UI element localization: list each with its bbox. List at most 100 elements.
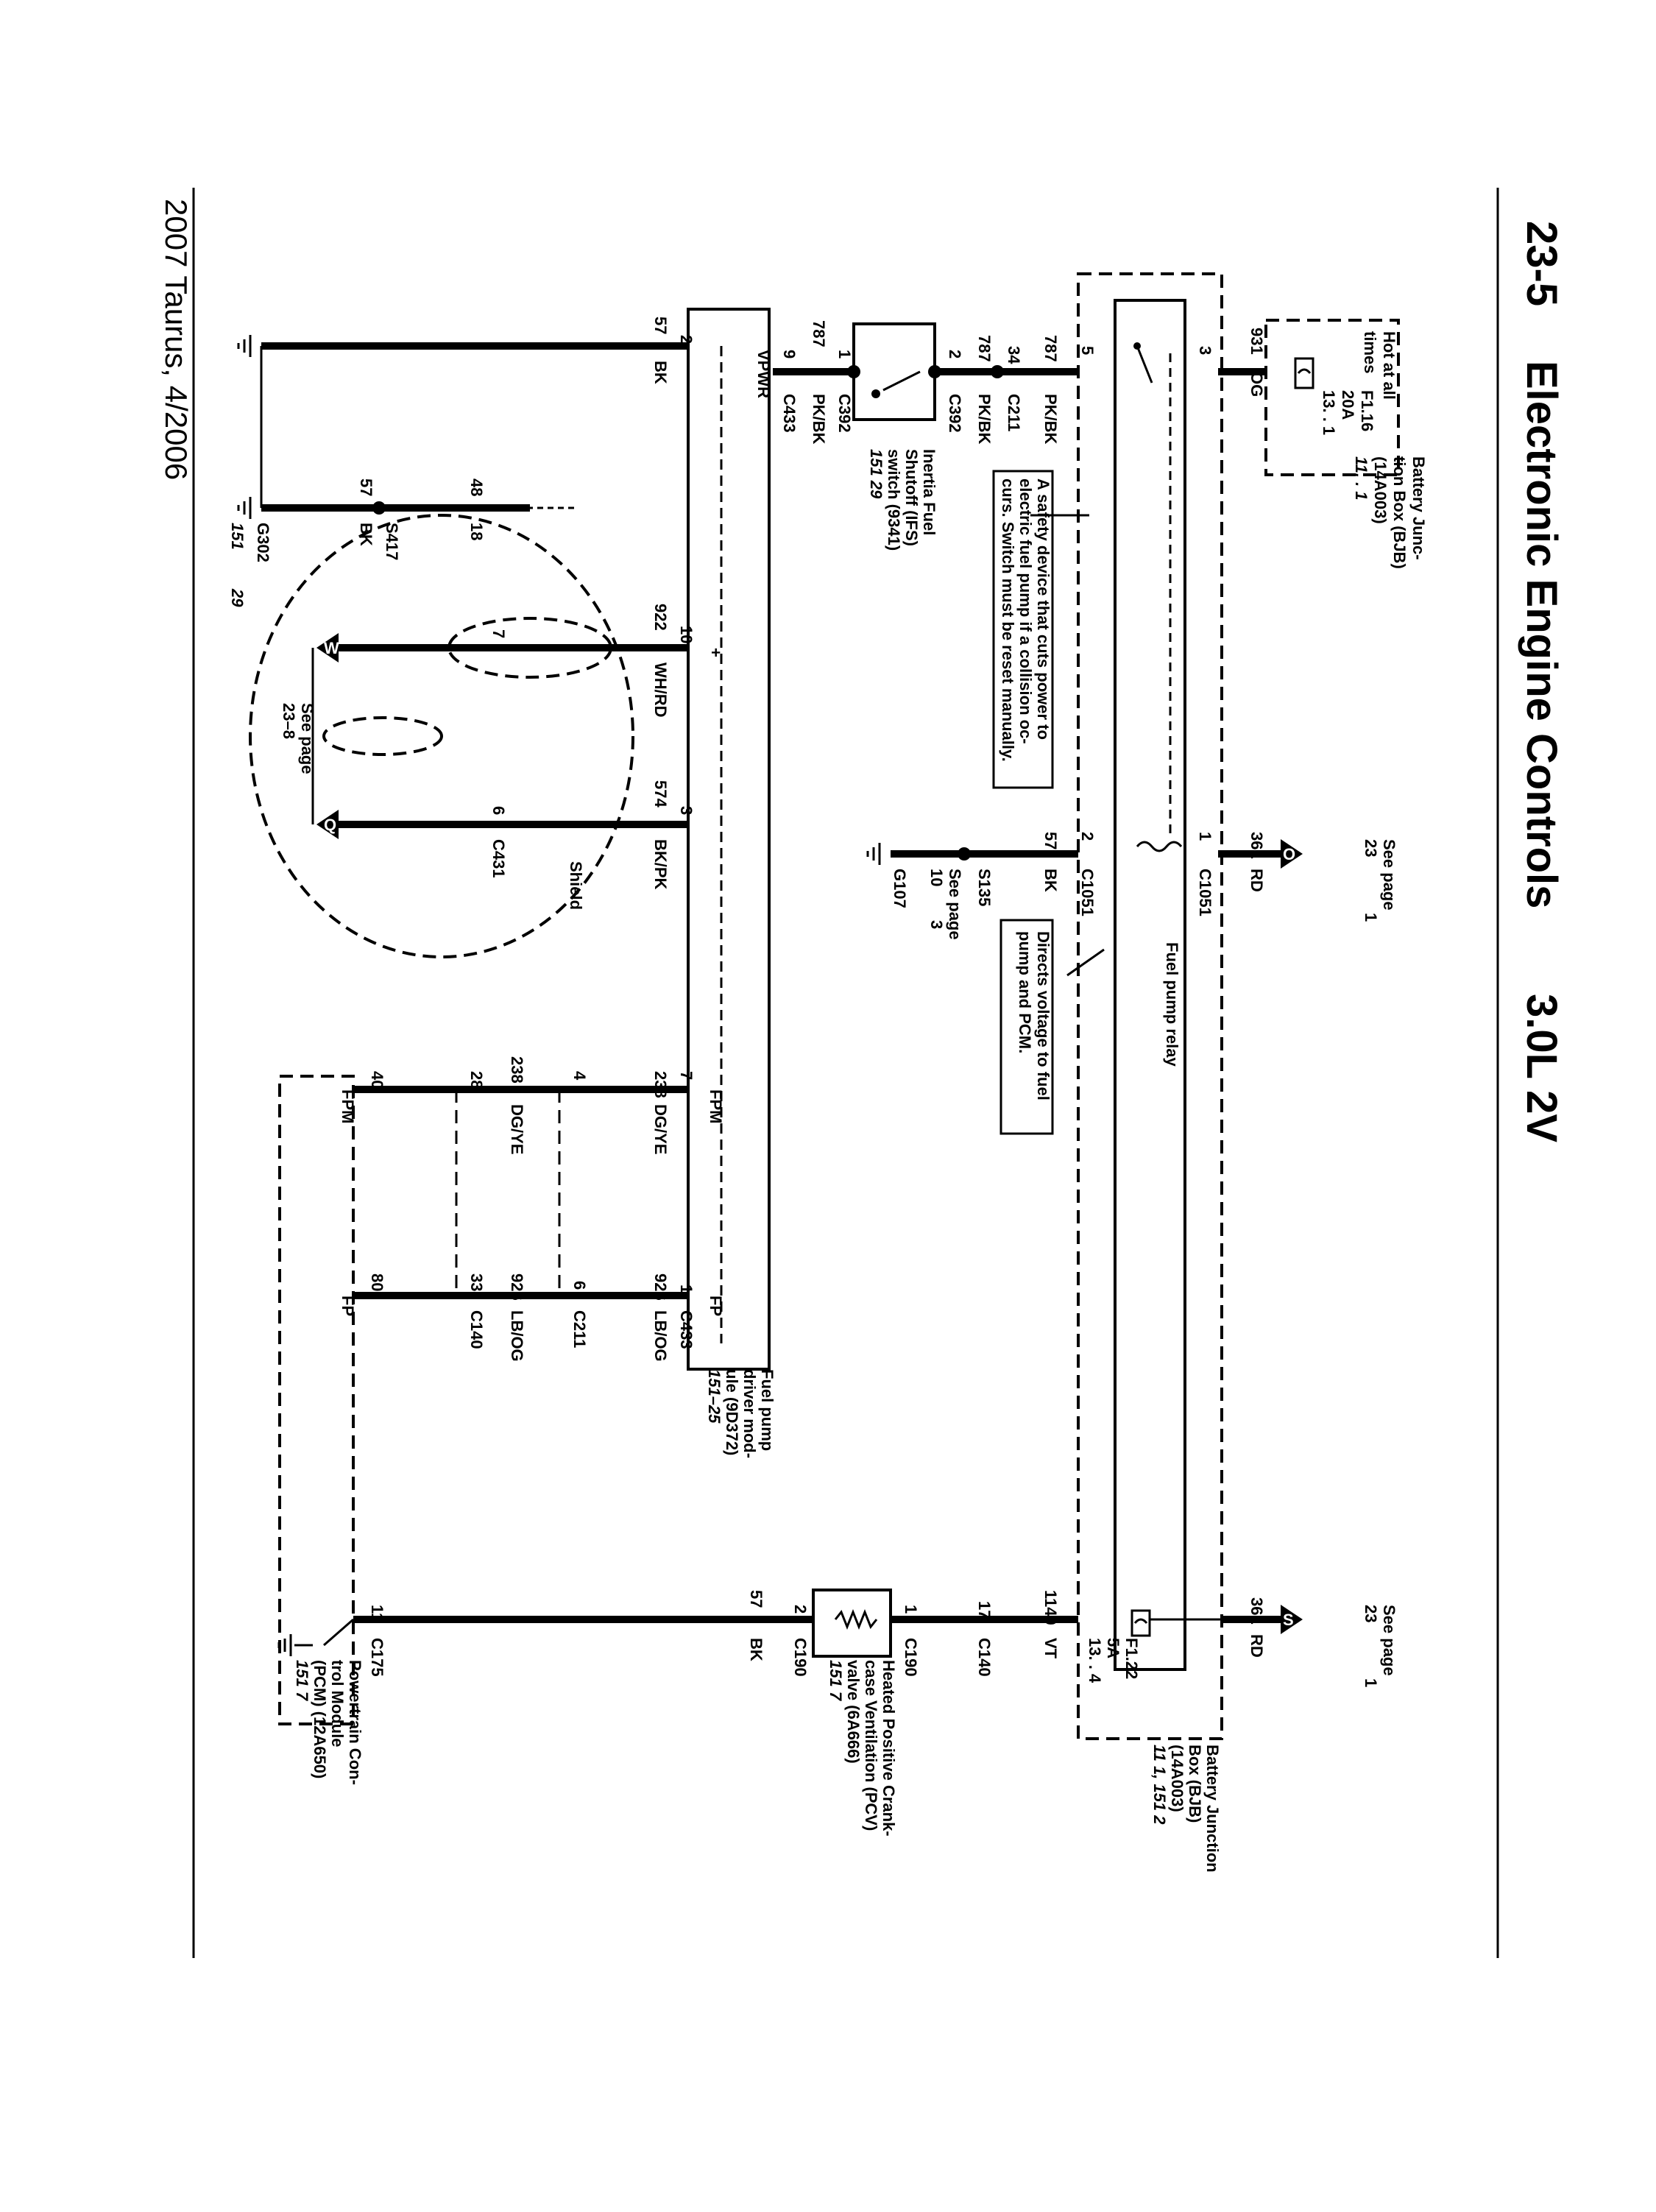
fuse-f122-element (1133, 1618, 1148, 1624)
fp-label-top: FP (707, 1296, 725, 1316)
fuse-f116-ref: 13. . 1 (1320, 390, 1338, 435)
pin-9-c433: 9 (780, 350, 799, 358)
pin-6-c211: 6 (570, 1281, 589, 1290)
bjb-top-name-2: tion Box (BJB) (1390, 456, 1409, 569)
bjb-top-name-3: (14A003) (1371, 456, 1390, 524)
splice-s417 (372, 501, 386, 515)
shield-loop (249, 514, 634, 958)
svg-text:Q: Q (324, 816, 336, 834)
wire-361-color: RD (1248, 869, 1266, 892)
bjb2-labels: Battery Junction Box (BJB) (14A003) 11 1… (1150, 1745, 1222, 1873)
g302-ref-b: 29 (228, 588, 247, 607)
splice-c392-b (847, 365, 860, 378)
pcv-ref: 151 7 (827, 1660, 845, 1702)
svg-text:S: S (1283, 1611, 1294, 1629)
ifs-note-1: A safety device that cuts power to (1034, 478, 1052, 740)
pin-2-vpwr: 2 (677, 335, 696, 344)
c431-label: C431 (489, 839, 508, 878)
bjb2-name-2: Box (BJB) (1186, 1745, 1204, 1823)
ifs-note-box (992, 470, 1054, 789)
wire-361-b-num: 361 (1248, 1597, 1266, 1625)
bjb-top-name-1: Battery Junc- (1409, 456, 1428, 560)
shield-label: Shield (567, 861, 585, 910)
twisted-pair-upper (447, 617, 612, 679)
section-title: Electronic Engine Controls (1518, 361, 1565, 908)
pcv-valve-box (812, 1589, 892, 1658)
fuse-f116-label: F1.16 (1358, 390, 1376, 431)
bjb-top-boundary (1264, 319, 1400, 476)
wire-922-num: 922 (651, 604, 670, 631)
pcm-switch-contact (323, 1618, 354, 1647)
ifs-switch-contact (882, 370, 921, 392)
bjb-boundary (1077, 272, 1223, 1740)
c433-a-label: C433 (780, 394, 799, 433)
header: 23-5 Electronic Engine Controls 3.0L 2V (1518, 221, 1565, 1142)
relay-conn-1: C1051 (1196, 869, 1214, 916)
c211-label: C211 (1005, 394, 1023, 431)
ifs-note: A safety device that cuts power to elect… (999, 478, 1052, 762)
c392-a-label: C392 (946, 394, 964, 433)
relay-note-1: Directs voltage to fuel (1034, 931, 1052, 1100)
pcm-name-3: (PCM) (12A650) (311, 1660, 329, 1778)
pin-1-fp: 1 (677, 1285, 696, 1293)
svg-text:W: W (324, 639, 339, 657)
ifs-ref: 151 29 (867, 449, 885, 499)
wire-787a-num: 787 (1041, 335, 1060, 362)
pin-7-fpm: 7 (677, 1071, 696, 1080)
wire-57-num: 57 (651, 317, 670, 334)
see-page-23b: See page (1380, 1605, 1398, 1676)
relay-coil-icon (1136, 841, 1183, 852)
wire-926-b-color: LB/OG (508, 1310, 526, 1362)
hot-label-2: times (1361, 331, 1379, 373)
wire-922-color: WH/RD (651, 662, 670, 718)
wire-18: 18 (467, 523, 486, 540)
wire-931-color: OG (1248, 372, 1266, 397)
pin-40: 40 (368, 1071, 386, 1089)
ifs-note-3: curs. Switch must be reset manually. (999, 478, 1017, 762)
ifs-labels: Inertia Fuel Shutoff (IFS) switch (9341)… (867, 449, 938, 551)
pcm-name-2: trol Module (328, 1660, 347, 1748)
see-page-23b-num: 23 (1362, 1605, 1380, 1622)
bjb-top-name-ref: 11. . 1 (1352, 456, 1370, 501)
fuse-f122-label: F1.22 (1122, 1638, 1141, 1679)
relay-name: Fuel pump relay (1163, 942, 1181, 1067)
s417-label: S417 (383, 523, 401, 560)
bjb-top-labels: Hot at all times F1.16 20A 13. . 1 Batte… (1320, 331, 1428, 569)
wire-238-b-num: 238 (508, 1056, 526, 1084)
fuse-f116-rating: 20A (1339, 390, 1357, 420)
c140-b-label: C140 (975, 1638, 994, 1677)
ifs-name-1: Inertia Fuel (920, 449, 938, 535)
wire-238-a-color: DG/YE (651, 1104, 670, 1154)
see-page-10: See page (946, 869, 964, 940)
wire-57-color: BK (651, 361, 670, 384)
fuse-5a-label: 5A (1104, 1638, 1122, 1658)
pcm-labels: Powertrain Con- trol Module (PCM) (12A65… (293, 1660, 364, 1785)
c211-b-label: C211 (570, 1310, 589, 1348)
pin-7-w: 7 (489, 629, 508, 638)
plus-label: + (707, 648, 725, 657)
pin-2-pcv: 2 (791, 1605, 810, 1614)
wire-1140-num: 1140 (1041, 1590, 1060, 1625)
hot-label: Hot at all (1380, 331, 1398, 400)
wire-926-a-num: 926 (651, 1273, 670, 1301)
see-page-238: See page (298, 703, 316, 774)
see-page-238-ref: 23–8 (280, 703, 298, 739)
relay-pin-5: 5 (1078, 346, 1097, 355)
relay-pin-3: 3 (1196, 346, 1214, 355)
ground-g107-icon (866, 843, 881, 865)
wire-787b-num: 787 (975, 335, 994, 362)
pcm-name-1: Powertrain Con- (346, 1660, 364, 1785)
wire-787a-color: PK/BK (1041, 394, 1060, 445)
fuse-f116-icon (1294, 357, 1314, 389)
relay-note-arrow (1066, 948, 1105, 977)
vpwr-label: VPWR (754, 350, 773, 398)
connector-O-icon: O (1281, 839, 1303, 869)
g302-ref-a: 151 (228, 523, 247, 550)
fpdm-name-1: Fuel pump (758, 1369, 776, 1451)
fpdm-name-3: ule (9D372) (723, 1369, 741, 1455)
wire-238-a-num: 238 (651, 1071, 670, 1098)
fuse-f122-icon (1130, 1609, 1151, 1637)
pcm-ref: 151 7 (293, 1660, 311, 1702)
ground-g302-icon (237, 335, 263, 519)
